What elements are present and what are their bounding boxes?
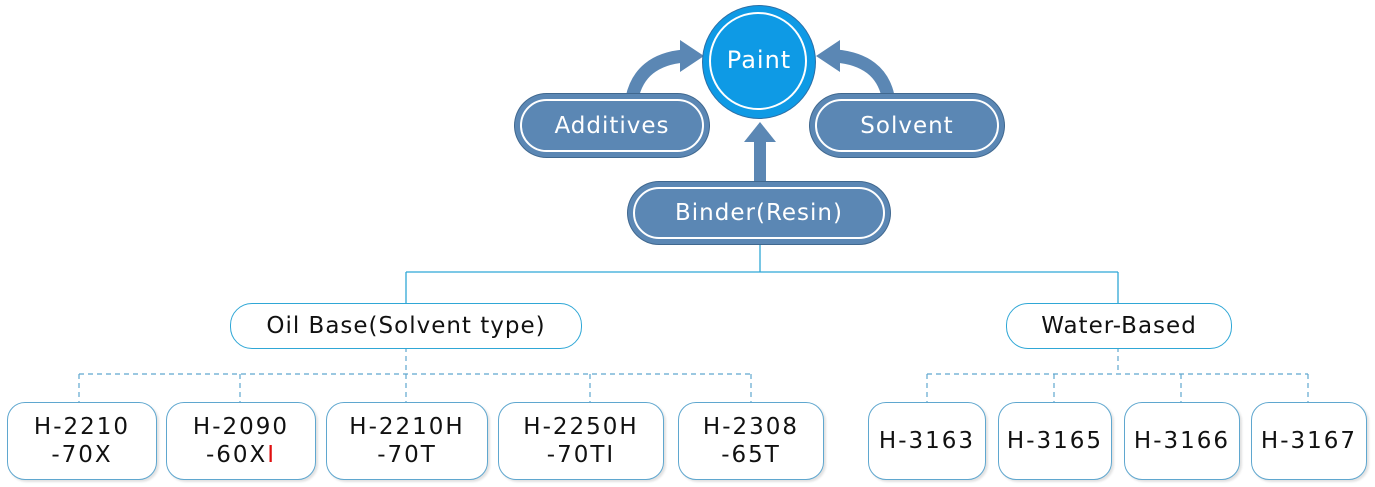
product-code: H-2250H xyxy=(523,414,639,440)
tree-dashed-connectors xyxy=(78,347,1309,402)
product-code: H-3167 xyxy=(1260,428,1358,454)
product-code: H-3166 xyxy=(1133,428,1231,454)
category-oil-base: Oil Base(Solvent type) xyxy=(230,303,582,349)
product-code: H-2090 xyxy=(192,414,290,440)
binder-node: Binder(Resin) xyxy=(628,182,890,244)
product-box: H-3165 xyxy=(998,402,1112,480)
tree-solid-connectors xyxy=(405,244,1119,303)
product-grade-suffix: I xyxy=(267,442,277,468)
product-box: H-2210H -70T xyxy=(326,402,488,480)
arrowhead-binder xyxy=(744,122,776,142)
product-code: H-2210H xyxy=(349,414,465,440)
product-box: H-2308 -65T xyxy=(678,402,824,480)
product-box: H-2090 -60XI xyxy=(166,402,316,480)
paint-label: Paint xyxy=(726,46,792,74)
solvent-node: Solvent xyxy=(810,94,1004,157)
product-box: H-2210 -70X xyxy=(7,402,157,480)
product-grade: -70TI xyxy=(546,442,616,468)
product-grade: -65T xyxy=(721,442,781,468)
category-water-based: Water-Based xyxy=(1006,303,1232,349)
product-code: H-2308 xyxy=(702,414,800,440)
paint-node: Paint xyxy=(703,6,815,118)
arrow-solvent-to-paint xyxy=(835,49,895,98)
additives-node: Additives xyxy=(515,94,709,157)
arrowhead-additives xyxy=(680,40,704,72)
solvent-label: Solvent xyxy=(815,99,999,152)
product-box: H-3167 xyxy=(1251,402,1367,480)
product-box: H-3166 xyxy=(1124,402,1240,480)
product-grade: -70T xyxy=(377,442,437,468)
product-grade: -60X xyxy=(205,442,268,468)
product-code: H-3163 xyxy=(878,428,976,454)
product-box: H-3163 xyxy=(868,402,986,480)
binder-label: Binder(Resin) xyxy=(633,187,885,239)
product-code: H-3165 xyxy=(1006,428,1104,454)
arrowhead-solvent xyxy=(816,40,840,72)
additives-label: Additives xyxy=(520,99,704,152)
product-box: H-2250H -70TI xyxy=(498,402,664,480)
product-code: H-2210 xyxy=(33,414,131,440)
arrow-binder-to-paint xyxy=(754,140,766,182)
product-grade: -70X xyxy=(51,442,113,468)
arrow-additives-to-paint xyxy=(625,49,685,100)
